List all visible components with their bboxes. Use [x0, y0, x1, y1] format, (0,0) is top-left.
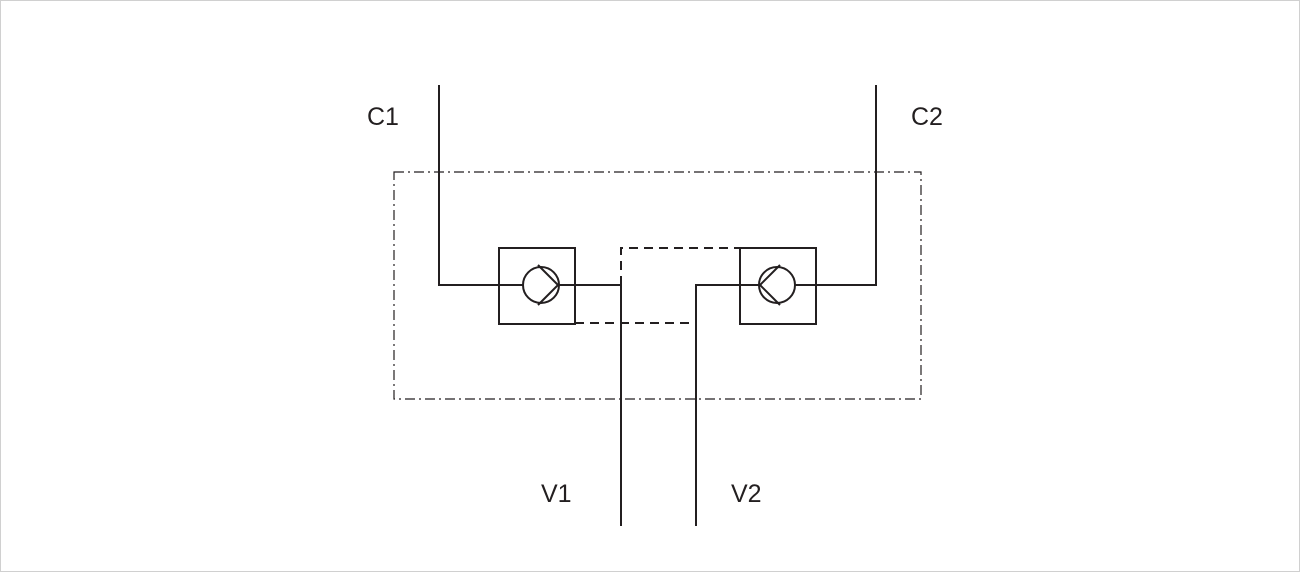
port-label-v1: V1 [541, 480, 572, 508]
valve-body-boundary [393, 171, 922, 400]
port-label-c2: C2 [911, 103, 943, 131]
check-valve-left [498, 247, 576, 325]
port-label-c1: C1 [367, 103, 399, 131]
line-c1 [438, 85, 499, 286]
pilot-line-top [620, 247, 740, 285]
line-c2 [816, 85, 877, 286]
line-v1 [575, 284, 622, 526]
port-label-v2: V2 [731, 480, 762, 508]
line-v2 [695, 284, 740, 526]
check-valve-right [739, 247, 817, 325]
